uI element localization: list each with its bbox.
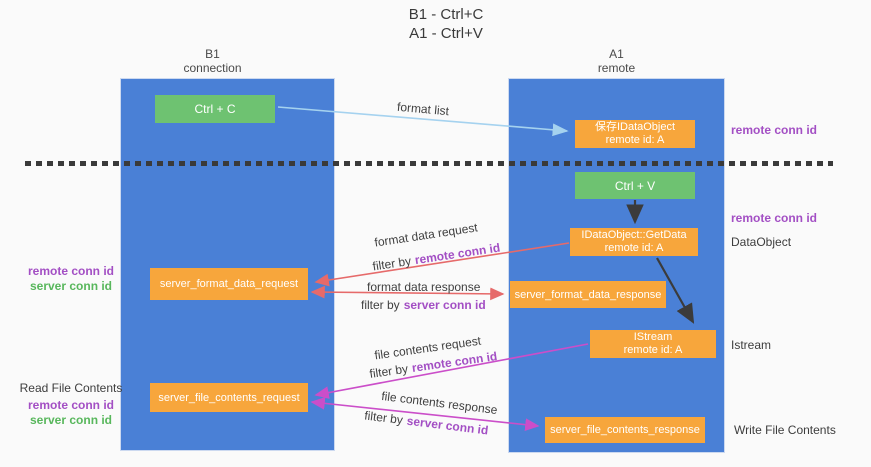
- filter-prefix: filter by: [368, 361, 409, 381]
- node-idataobject-getdata: IDataObject::GetData remote id: A: [570, 228, 698, 256]
- edge-label-format-data-response: format data response: [367, 280, 481, 294]
- edge-label-format-list: format list: [396, 99, 450, 119]
- lane-a1-name: A1: [609, 47, 624, 61]
- filter-key-server-conn-id: server conn id: [403, 298, 486, 312]
- node-server-format-data-response: server_format_data_response: [510, 281, 666, 308]
- annotation-write-file-contents: Write File Contents: [734, 423, 836, 437]
- filter-key-remote-conn-id: remote conn id: [413, 240, 502, 268]
- filter-prefix: filter by: [361, 298, 400, 312]
- node-idataobject-getdata-line1: IDataObject::GetData: [581, 229, 687, 241]
- node-server-file-contents-response-label: server_file_contents_response: [550, 424, 700, 436]
- node-server-file-contents-response: server_file_contents_response: [545, 417, 705, 443]
- annotation-istream: Istream: [731, 338, 772, 352]
- annotation-server-conn-id-left-1: server conn id: [29, 279, 113, 293]
- node-istream: IStream remote id: A: [590, 330, 716, 358]
- lane-b1-role: connection: [183, 61, 242, 75]
- annotation-conn-id-pair-1: remote conn id server conn id: [16, 264, 126, 294]
- node-server-file-contents-request-label: server_file_contents_request: [158, 391, 300, 404]
- filter-key-server-conn-id: server conn id: [405, 413, 490, 438]
- lane-header-a1: A1 remote: [508, 47, 725, 75]
- annotation-remote-conn-id-top: remote conn id: [731, 123, 818, 137]
- node-ctrl-v: Ctrl + V: [575, 172, 695, 199]
- filter-prefix: filter by: [363, 408, 404, 428]
- lane-a1-role: remote: [597, 61, 636, 75]
- annotation-dataobject: DataObject: [731, 235, 792, 249]
- node-saved-idataobject-line1: 保存IDataObject: [594, 121, 676, 133]
- annotation-remote-conn-id-left-2: remote conn id: [27, 398, 114, 412]
- dashed-divider: [25, 161, 833, 166]
- annotation-remote-conn-id-mid: remote conn id: [731, 211, 818, 225]
- node-server-format-data-request-label: server_format_data_request: [159, 278, 299, 290]
- node-saved-idataobject-line2: remote id: A: [605, 134, 665, 146]
- node-idataobject-getdata-line2: remote id: A: [604, 242, 664, 254]
- annotation-server-conn-id-left-2: server conn id: [29, 413, 113, 427]
- title-line-1: B1 - Ctrl+C: [408, 6, 484, 23]
- node-server-format-data-request: server_format_data_request: [150, 268, 308, 300]
- node-server-format-data-response-label: server_format_data_response: [514, 288, 662, 301]
- node-ctrl-c: Ctrl + C: [155, 95, 275, 123]
- annotation-read-file-contents: Read File Contents: [19, 381, 123, 395]
- node-istream-line2: remote id: A: [623, 344, 683, 356]
- node-server-file-contents-request: server_file_contents_request: [150, 383, 308, 412]
- node-saved-idataobject: 保存IDataObject remote id: A: [575, 120, 695, 148]
- lane-b1-name: B1: [205, 47, 220, 61]
- node-istream-line1: IStream: [633, 331, 673, 343]
- node-ctrl-v-label: Ctrl + V: [614, 178, 656, 193]
- node-ctrl-c-label: Ctrl + C: [194, 102, 236, 116]
- annotation-remote-conn-id-left-1: remote conn id: [27, 264, 114, 278]
- filter-prefix: filter by: [371, 253, 413, 274]
- title-line-2: A1 - Ctrl+V: [409, 25, 483, 42]
- annotation-conn-id-pair-2: remote conn id server conn id: [16, 398, 126, 428]
- diagram-title: B1 - Ctrl+C A1 - Ctrl+V: [306, 5, 586, 43]
- lane-header-b1: B1 connection: [105, 47, 320, 75]
